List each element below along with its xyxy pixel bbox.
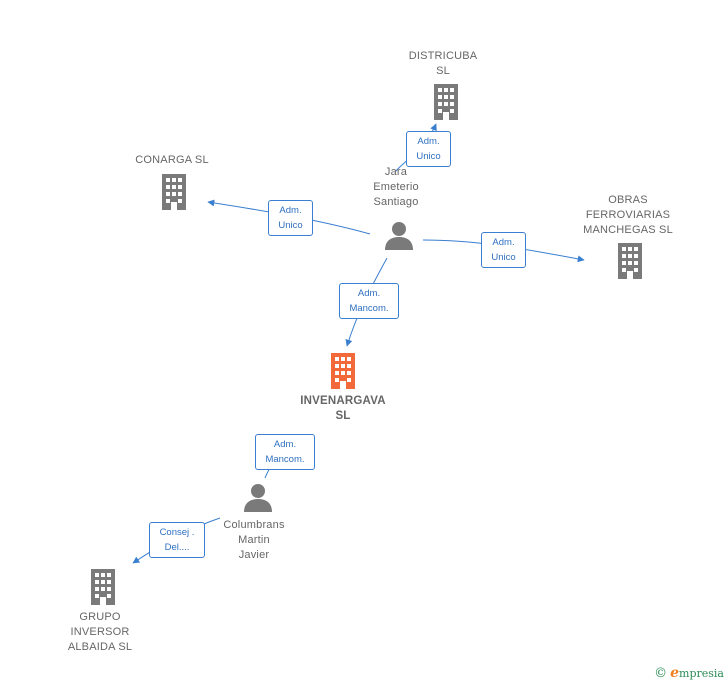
- building-icon: [88, 569, 118, 610]
- building-icon: [328, 353, 358, 394]
- person-icon: [384, 220, 414, 255]
- node-label-jara[interactable]: Jara Emeterio Santiago: [373, 166, 419, 208]
- building-icon: [431, 84, 461, 125]
- person-icon: [243, 482, 273, 517]
- edge-label-jara-obras[interactable]: Adm. Unico: [481, 232, 526, 268]
- edge-label-jara-conarga[interactable]: Adm. Unico: [268, 200, 313, 236]
- node-label-obras[interactable]: OBRAS FERROVIARIAS MANCHEGAS SL: [583, 194, 673, 236]
- node-label-invenargava[interactable]: INVENARGAVA SL: [300, 395, 386, 422]
- building-icon: [615, 243, 645, 284]
- brand-name: mpresia: [679, 667, 724, 680]
- edge-label-columbrans-invenargava[interactable]: Adm. Mancom.: [255, 434, 315, 470]
- building-icon: [159, 174, 189, 215]
- brand-initial: e: [670, 665, 680, 681]
- edge-label-columbrans-grupo[interactable]: Consej . Del....: [149, 522, 205, 558]
- copyright-symbol: ©: [654, 666, 668, 681]
- node-label-grupo[interactable]: GRUPO INVERSOR ALBAIDA SL: [67, 611, 133, 653]
- node-label-districuba[interactable]: DISTRICUBA SL: [408, 50, 478, 77]
- node-label-columbrans[interactable]: Columbrans Martin Javier: [223, 519, 285, 561]
- node-label-conarga[interactable]: CONARGA SL: [135, 154, 209, 166]
- empresia-logo: ©empresia: [654, 665, 724, 681]
- edge-label-jara-invenargava[interactable]: Adm. Mancom.: [339, 283, 399, 319]
- edge-label-jara-districuba[interactable]: Adm. Unico: [406, 131, 451, 167]
